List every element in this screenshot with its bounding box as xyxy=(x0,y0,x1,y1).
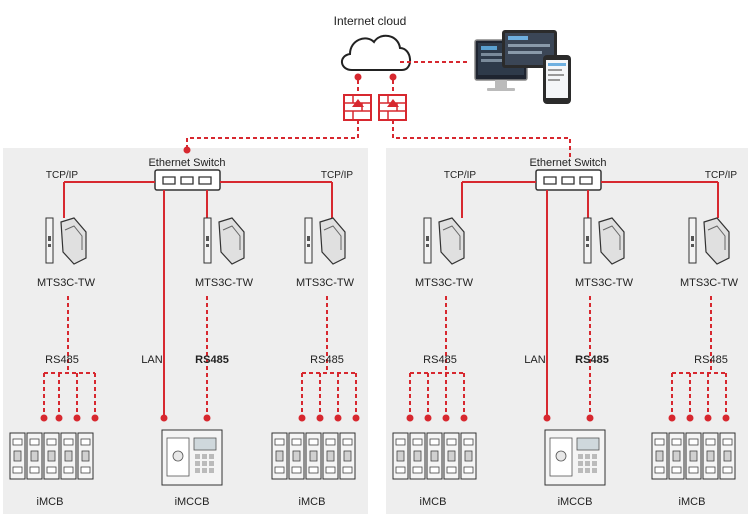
cloud-icon xyxy=(341,34,411,71)
gateway-module-icon xyxy=(583,217,625,265)
gateway-label: MTS3C-TW xyxy=(195,277,254,289)
device-label: iMCCB xyxy=(558,496,593,508)
tcp-label-right: TCP/IP xyxy=(321,170,354,181)
switch-label: Ethernet Switch xyxy=(148,157,225,169)
gateway-module-icon xyxy=(423,217,465,265)
rs485-label: RS485 xyxy=(310,354,344,366)
rs485-label: RS485 xyxy=(575,354,609,366)
gateway-label: MTS3C-TW xyxy=(415,277,474,289)
tcp-label-left: TCP/IP xyxy=(444,170,477,181)
device-label: iMCB xyxy=(37,496,64,508)
gateway-label: MTS3C-TW xyxy=(575,277,634,289)
rs485-label: RS485 xyxy=(423,354,457,366)
tcp-label-right: TCP/IP xyxy=(705,170,738,181)
cloud-port-right xyxy=(389,73,397,81)
firewall-icon xyxy=(343,94,372,121)
device-label: iMCB xyxy=(679,496,706,508)
gateway-module-icon xyxy=(688,217,730,265)
firewall-icon xyxy=(378,94,407,121)
gateway-module-icon xyxy=(203,217,245,265)
rs485-label: RS485 xyxy=(195,354,229,366)
device-label: iMCCB xyxy=(175,496,210,508)
gateway-module-icon xyxy=(304,217,346,265)
gateway-label: MTS3C-TW xyxy=(296,277,355,289)
rs485-label: RS485 xyxy=(45,354,79,366)
tcp-label-left: TCP/IP xyxy=(46,170,79,181)
switch-label: Ethernet Switch xyxy=(529,157,606,169)
gateway-label: MTS3C-TW xyxy=(680,277,739,289)
mccb-breaker-icon xyxy=(161,429,223,486)
mcb-breaker-icon xyxy=(271,432,356,480)
gateway-label: MTS3C-TW xyxy=(37,277,96,289)
mccb-breaker-icon xyxy=(544,429,606,486)
device-label: iMCB xyxy=(299,496,326,508)
mcb-breaker-icon xyxy=(392,432,477,480)
cloud-port-left xyxy=(354,73,362,81)
lan-label: LAN xyxy=(524,354,545,366)
phone-icon xyxy=(543,55,571,104)
mcb-breaker-icon xyxy=(9,432,94,480)
gateway-module-icon xyxy=(45,217,87,265)
rs485-label: RS485 xyxy=(694,354,728,366)
ethernet-switch-icon xyxy=(535,169,602,191)
lan-label: LAN xyxy=(141,354,162,366)
ethernet-switch-icon xyxy=(154,169,221,191)
cloud-title: Internet cloud xyxy=(334,14,407,28)
mcb-breaker-icon xyxy=(651,432,736,480)
device-label: iMCB xyxy=(420,496,447,508)
